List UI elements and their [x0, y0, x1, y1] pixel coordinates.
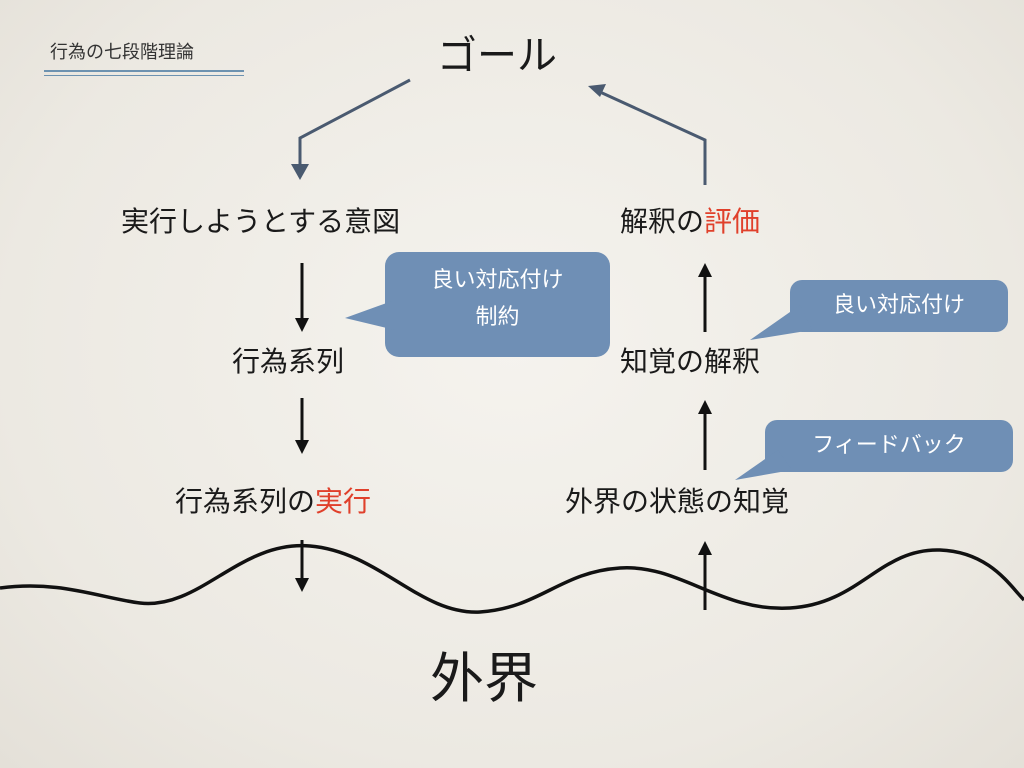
execution-label: 行為系列の実行	[175, 488, 371, 516]
bubble-left-line1: 良い対応付け	[431, 268, 564, 293]
sequence-label: 行為系列	[232, 345, 345, 378]
world-label: 外界	[430, 647, 538, 710]
evaluation-highlight: 評価	[704, 205, 761, 238]
slide-header: 行為の七段階理論	[50, 42, 194, 63]
down-arrow-3	[295, 540, 309, 592]
interpretation-label: 知覚の解釈	[620, 345, 761, 378]
world-boundary-wave	[0, 544, 1024, 614]
evaluation-prefix: 解釈の	[620, 205, 705, 238]
up-arrow-3	[698, 263, 712, 332]
header-underline-thin	[44, 75, 244, 76]
bubble-left-text: 良い対応付け 制約	[385, 262, 610, 337]
intention-label: 実行しようとする意図	[121, 205, 401, 238]
execution-highlight: 実行	[315, 485, 372, 518]
bubble-right-bottom	[735, 420, 1013, 480]
bubble-left-line2: 制約	[475, 305, 520, 331]
evaluation-to-goal-arrow	[588, 84, 707, 185]
down-arrow-2	[295, 398, 309, 454]
evaluation-label: 解釈の評価	[620, 208, 760, 236]
goal-label: ゴール	[437, 33, 557, 79]
bubble-right-top	[750, 280, 1008, 340]
execution-prefix: 行為系列の	[175, 485, 316, 518]
down-arrow-1	[295, 263, 309, 332]
up-arrow-1	[698, 541, 712, 610]
perception-label: 外界の状態の知覚	[565, 485, 790, 518]
goal-to-intention-arrow	[291, 78, 411, 180]
bubble-left	[345, 252, 610, 357]
up-arrow-2	[698, 400, 712, 470]
bubble-right-bottom-text: フィードバック	[812, 433, 966, 458]
bubble-right-top-text: 良い対応付け	[832, 293, 965, 318]
header-underline	[44, 70, 244, 72]
